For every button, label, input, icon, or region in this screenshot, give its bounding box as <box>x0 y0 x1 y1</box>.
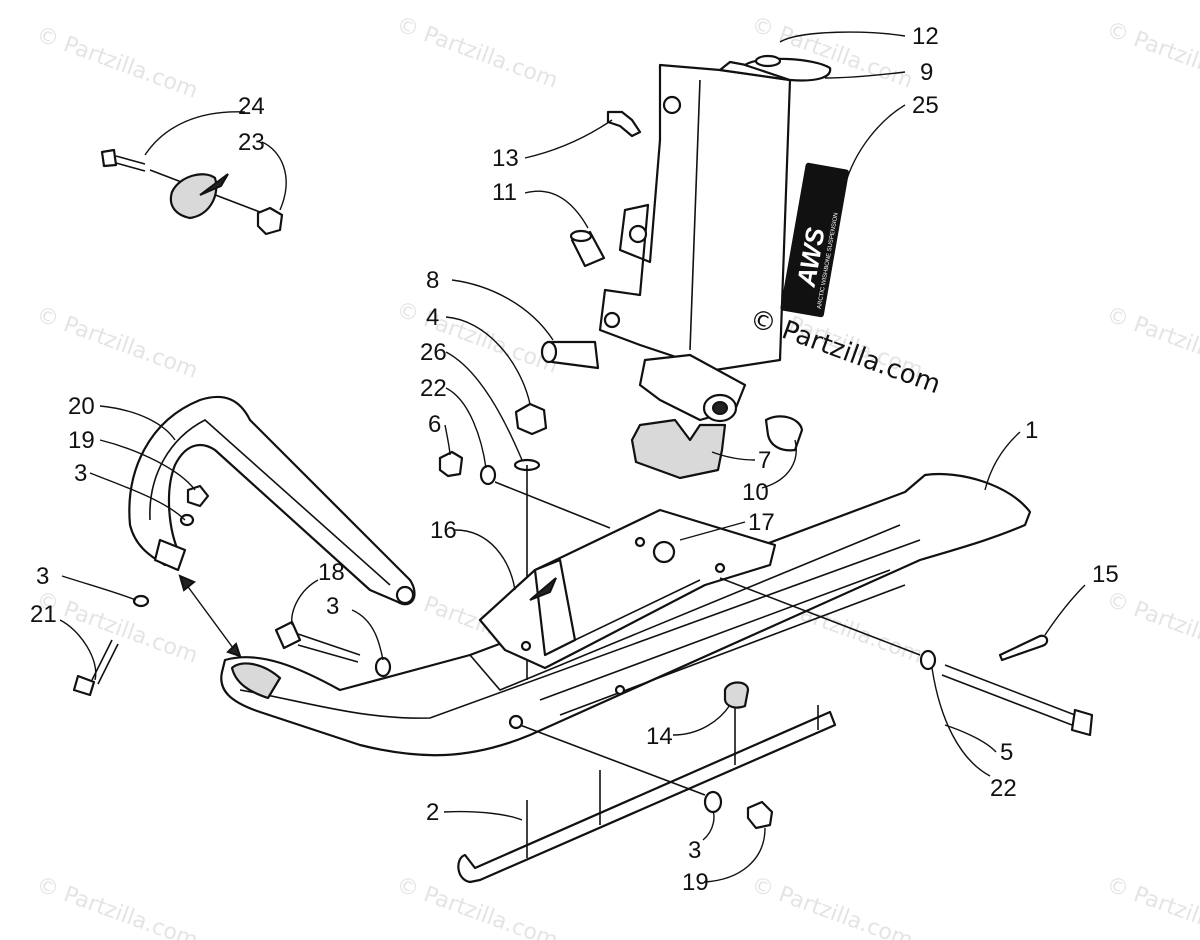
callout-18: 18 <box>318 559 345 586</box>
callout-26: 26 <box>420 339 447 366</box>
callout-8: 8 <box>426 267 439 294</box>
grease-fitting-part <box>606 110 642 138</box>
callout-labels: 12 9 25 13 11 24 23 8 4 26 22 6 7 10 1 1… <box>30 23 1119 896</box>
callout-3: 3 <box>326 593 339 620</box>
wear-bar-part <box>457 681 837 884</box>
callout-10: 10 <box>742 479 769 506</box>
bushing-large-part <box>540 340 600 370</box>
watermark: © Partzilla.com <box>1103 872 1200 940</box>
callout-3: 3 <box>36 563 49 590</box>
bolt-21-part <box>72 484 210 697</box>
ski-handle-part <box>128 395 416 606</box>
callout-4: 4 <box>426 304 439 331</box>
bushing-small-part <box>764 415 804 452</box>
watermark: © Partzilla.com <box>1103 587 1200 669</box>
callout-24: 24 <box>238 93 265 120</box>
watermark: © Partzilla.com <box>33 22 201 104</box>
callout-20: 20 <box>68 393 95 420</box>
callout-22: 22 <box>990 775 1017 802</box>
leader-lines <box>59 31 1086 883</box>
watermark: © Partzilla.com <box>748 872 916 940</box>
decal-body <box>780 162 849 318</box>
callout-16: 16 <box>430 517 457 544</box>
callout-5: 5 <box>1000 739 1013 766</box>
bumper-bolt-part <box>100 148 284 236</box>
callout-19: 19 <box>682 869 709 896</box>
callout-2: 2 <box>426 799 439 826</box>
bushing-part <box>569 229 606 268</box>
watermark: © Partzilla.com <box>1103 17 1200 99</box>
long-bolt-part <box>719 577 1094 737</box>
watermark: © Partzilla.com <box>33 587 201 669</box>
watermark: © Partzilla.com <box>393 872 561 940</box>
watermark: © Partzilla.com <box>393 12 561 94</box>
watermark: © Partzilla.com <box>1103 302 1200 384</box>
watermark: © Partzilla.com <box>33 302 201 384</box>
callout-23: 23 <box>238 129 265 156</box>
callout-25: 25 <box>912 92 939 119</box>
callout-19: 19 <box>68 427 95 454</box>
callout-7: 7 <box>758 447 771 474</box>
watermark-layer: © Partzilla.com © Partzilla.com © Partzi… <box>33 12 1200 940</box>
spindle-part <box>598 54 832 423</box>
callout-9: 9 <box>920 59 933 86</box>
watermark: © Partzilla.com <box>33 872 201 940</box>
callout-21: 21 <box>30 601 57 628</box>
nut-small-part <box>438 450 611 529</box>
callout-17: 17 <box>748 509 775 536</box>
block-part <box>630 418 727 480</box>
callout-12: 12 <box>912 23 939 50</box>
callout-13: 13 <box>492 145 519 172</box>
bolt-part <box>274 620 392 678</box>
callout-3: 3 <box>688 837 701 864</box>
watermark: © Partzilla.com <box>393 297 561 379</box>
callout-14: 14 <box>646 723 673 750</box>
callout-3: 3 <box>74 460 87 487</box>
callout-6: 6 <box>428 411 441 438</box>
saddle-part <box>478 508 777 670</box>
arrows <box>178 173 557 658</box>
callout-1: 1 <box>1025 417 1038 444</box>
callout-15: 15 <box>1092 561 1119 588</box>
lower-nut-part <box>519 724 774 830</box>
callout-22: 22 <box>420 375 447 402</box>
aws-decal: AWS ARCTIC WISHBONE SUSPENSION <box>780 162 849 318</box>
callout-11: 11 <box>492 179 517 206</box>
